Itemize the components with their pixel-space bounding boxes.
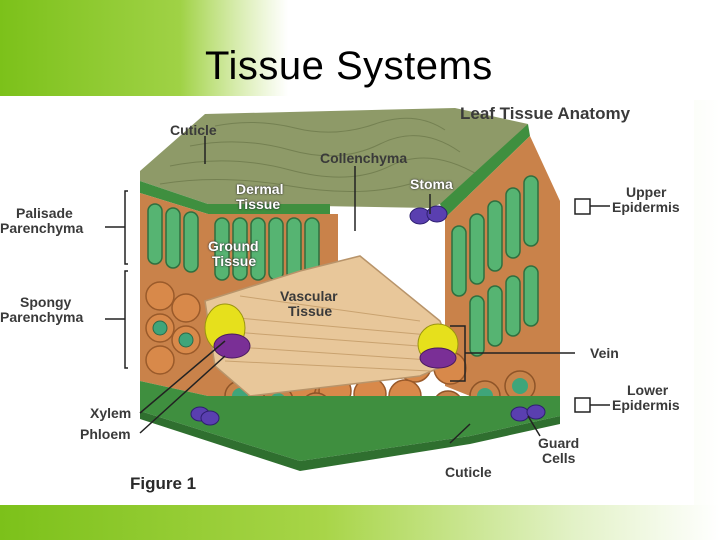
label-xylem: Xylem	[90, 405, 132, 421]
leader-lines	[105, 136, 610, 444]
label-dermal-1: Dermal	[236, 181, 284, 197]
upper-epidermis-front	[140, 181, 330, 214]
label-palisade-1: Palisade	[16, 205, 73, 221]
label-cuticle-top: Cuticle	[170, 122, 217, 138]
label-phloem: Phloem	[80, 426, 131, 442]
leaf-illustration	[105, 108, 610, 471]
label-ground-2: Tissue	[212, 253, 257, 269]
title-background	[180, 0, 720, 100]
label-guard-1: Guard	[538, 435, 580, 451]
label-spongy-1: Spongy	[20, 294, 72, 310]
palisade-cells	[147, 175, 539, 357]
figure-caption: Figure 1	[130, 474, 197, 493]
label-vascular-1: Vascular	[280, 288, 338, 304]
label-upper-2: Epidermis	[612, 199, 680, 215]
lower-epidermis	[140, 381, 560, 461]
label-vein: Vein	[590, 345, 619, 361]
label-cuticle-bottom: Cuticle	[445, 464, 492, 480]
bottom-cuticle	[140, 411, 560, 471]
label-upper-1: Upper	[626, 184, 667, 200]
label-ground-1: Ground	[208, 238, 259, 254]
label-palisade-2: Parenchyma	[0, 220, 84, 236]
guard-cells-bottom	[190, 404, 546, 426]
label-lower-1: Lower	[627, 382, 669, 398]
label-collenchyma: Collenchyma	[320, 150, 408, 166]
leaf-tissue-figure: Leaf Tissue Anatomy Cuticle Collenchyma …	[0, 96, 694, 505]
bottom-gradient-bar	[0, 505, 720, 540]
phloem-left	[213, 333, 251, 359]
upper-epidermis-right	[440, 124, 530, 218]
label-dermal-2: Tissue	[236, 196, 281, 212]
label-vascular-2: Tissue	[288, 303, 333, 319]
label-lower-2: Epidermis	[612, 397, 680, 413]
label-stoma: Stoma	[410, 176, 453, 192]
slide-title: Tissue Systems	[205, 44, 493, 88]
phloem-right	[419, 347, 457, 369]
stoma-top	[409, 205, 448, 225]
label-guard-2: Cells	[542, 450, 576, 466]
figure-heading: Leaf Tissue Anatomy	[460, 104, 631, 123]
label-spongy-2: Parenchyma	[0, 309, 84, 325]
top-cuticle-surface	[140, 108, 528, 208]
